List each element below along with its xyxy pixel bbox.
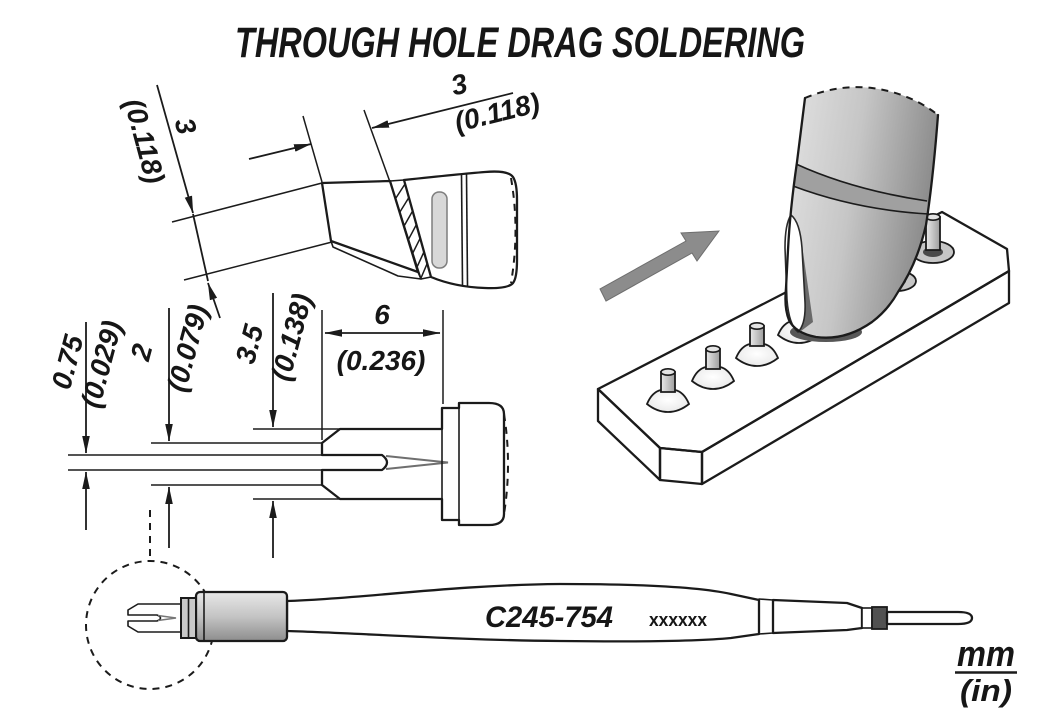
cylinder-ring (465, 173, 469, 286)
cartridge-neck (861, 607, 873, 629)
dim-prong-mm: 2 (124, 340, 158, 364)
dimension-line (248, 143, 312, 160)
dim-outer-mm: 3.5 (229, 321, 269, 367)
projection-line (302, 115, 323, 183)
iron-fork-highlight (784, 213, 806, 334)
projection-line (363, 109, 391, 183)
drag-soldering-illustration (596, 86, 1011, 486)
iron-collar-line (795, 163, 928, 202)
blade-bevel (330, 240, 422, 280)
pin-unsoldered-far (911, 213, 955, 264)
cartridge-band-2 (871, 606, 888, 630)
cartridge-view: C245-754 xxxxxx (85, 560, 974, 690)
cartridge-rod (885, 610, 974, 626)
cartridge-fork-tip (127, 603, 182, 633)
fork-tip-cone (157, 614, 177, 622)
iron-collar-band (793, 164, 929, 214)
cartridge-band (758, 598, 774, 635)
cylinder-ring (460, 173, 464, 286)
projection-line (171, 182, 323, 223)
dimension-line (192, 213, 209, 282)
blade-angled-view: 3 (0.118) 3 (0.118) (118, 67, 543, 319)
hatch-lines (394, 183, 428, 279)
iron-outline (784, 96, 940, 339)
board-front-face (700, 269, 1011, 486)
iron-break-edge (804, 86, 939, 116)
page-title: THROUGH HOLE DRAG SOLDERING (235, 19, 805, 67)
drag-direction-arrow (599, 230, 721, 302)
dimension-line (207, 282, 221, 319)
dimension-line (371, 92, 514, 129)
pin-soldered (645, 367, 691, 413)
cylinder-break-edge (510, 177, 517, 284)
units-legend: mm (in) (955, 633, 1017, 708)
cartridge-section (771, 598, 864, 635)
units-metric: mm (957, 633, 1015, 674)
cartridge-collar (194, 590, 289, 643)
units-imperial: (in) (960, 673, 1012, 708)
dim-length-mm: 6 (374, 299, 390, 330)
blade-cylinder (402, 170, 519, 290)
board-corner-facet (658, 446, 704, 486)
dim-length-in: (0.236) (337, 345, 426, 376)
cylinder-groove (431, 191, 448, 269)
fork-side-view: 0.75 (0.029) 2 (0.079) 3.5 (0.138) 6 (0.… (45, 290, 509, 560)
dim-blade-face-mm: 3 (448, 67, 471, 101)
pin-soldered (690, 344, 736, 390)
iron-collar-line (792, 185, 930, 215)
dim-blade-edge-mm: 3 (169, 115, 203, 138)
pin-soldered (734, 321, 780, 367)
iron-tip-body (785, 87, 938, 338)
serial-label: xxxxxx (649, 610, 707, 630)
part-number-label: C245-754 (485, 601, 613, 634)
fork-tip-body (320, 401, 506, 527)
dimension-line (156, 84, 194, 214)
fork-inner-cone (385, 455, 449, 470)
projection-line (183, 241, 333, 281)
